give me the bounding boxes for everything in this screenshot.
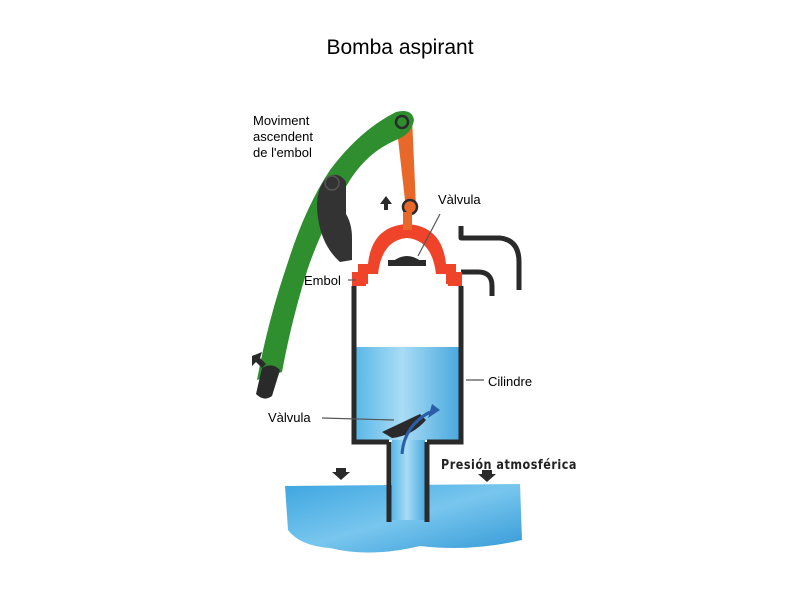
pressure-arrow-right xyxy=(478,470,496,482)
pressure-arrow-left xyxy=(332,468,350,480)
piston-up-arrow xyxy=(380,196,392,210)
label-valvula-top: Vàlvula xyxy=(438,192,481,207)
label-ascendent: ascendent xyxy=(253,129,313,144)
connecting-rod xyxy=(396,117,416,209)
label-cilindre: Cilindre xyxy=(488,374,533,389)
flow-arrow-head xyxy=(428,404,440,418)
flow-arrow xyxy=(400,410,431,455)
spout xyxy=(458,226,522,296)
rod-stem xyxy=(403,212,412,230)
foot-valve xyxy=(382,414,426,438)
label-embol: Embol xyxy=(304,273,341,288)
suction-pipe xyxy=(386,442,430,522)
lever-grip xyxy=(256,365,280,399)
piston-valve-base xyxy=(388,260,426,266)
piston-ring-right xyxy=(448,272,462,286)
lever-down-arrow xyxy=(252,352,266,368)
pipe-water xyxy=(392,440,425,520)
piston xyxy=(358,224,456,284)
rod-pivot-bottom xyxy=(401,198,419,216)
piston-ring-left xyxy=(352,272,366,286)
bracket-pivot xyxy=(324,175,340,191)
label-de-embol: de l'embol xyxy=(253,145,312,160)
pump-lever xyxy=(257,111,414,380)
label-presion-atmosferica: Presión atmosférica xyxy=(441,458,577,473)
label-moviment-group: Moviment ascendent de l'embol xyxy=(253,113,313,161)
leader-lines xyxy=(321,213,484,421)
lever-pivot xyxy=(394,114,410,130)
label-valvula-bottom: Vàlvula xyxy=(268,410,311,425)
diagram-title: Bomba aspirant xyxy=(326,36,474,59)
cylinder xyxy=(351,286,464,445)
label-moviment: Moviment xyxy=(253,113,310,128)
lever-bracket xyxy=(317,174,352,262)
